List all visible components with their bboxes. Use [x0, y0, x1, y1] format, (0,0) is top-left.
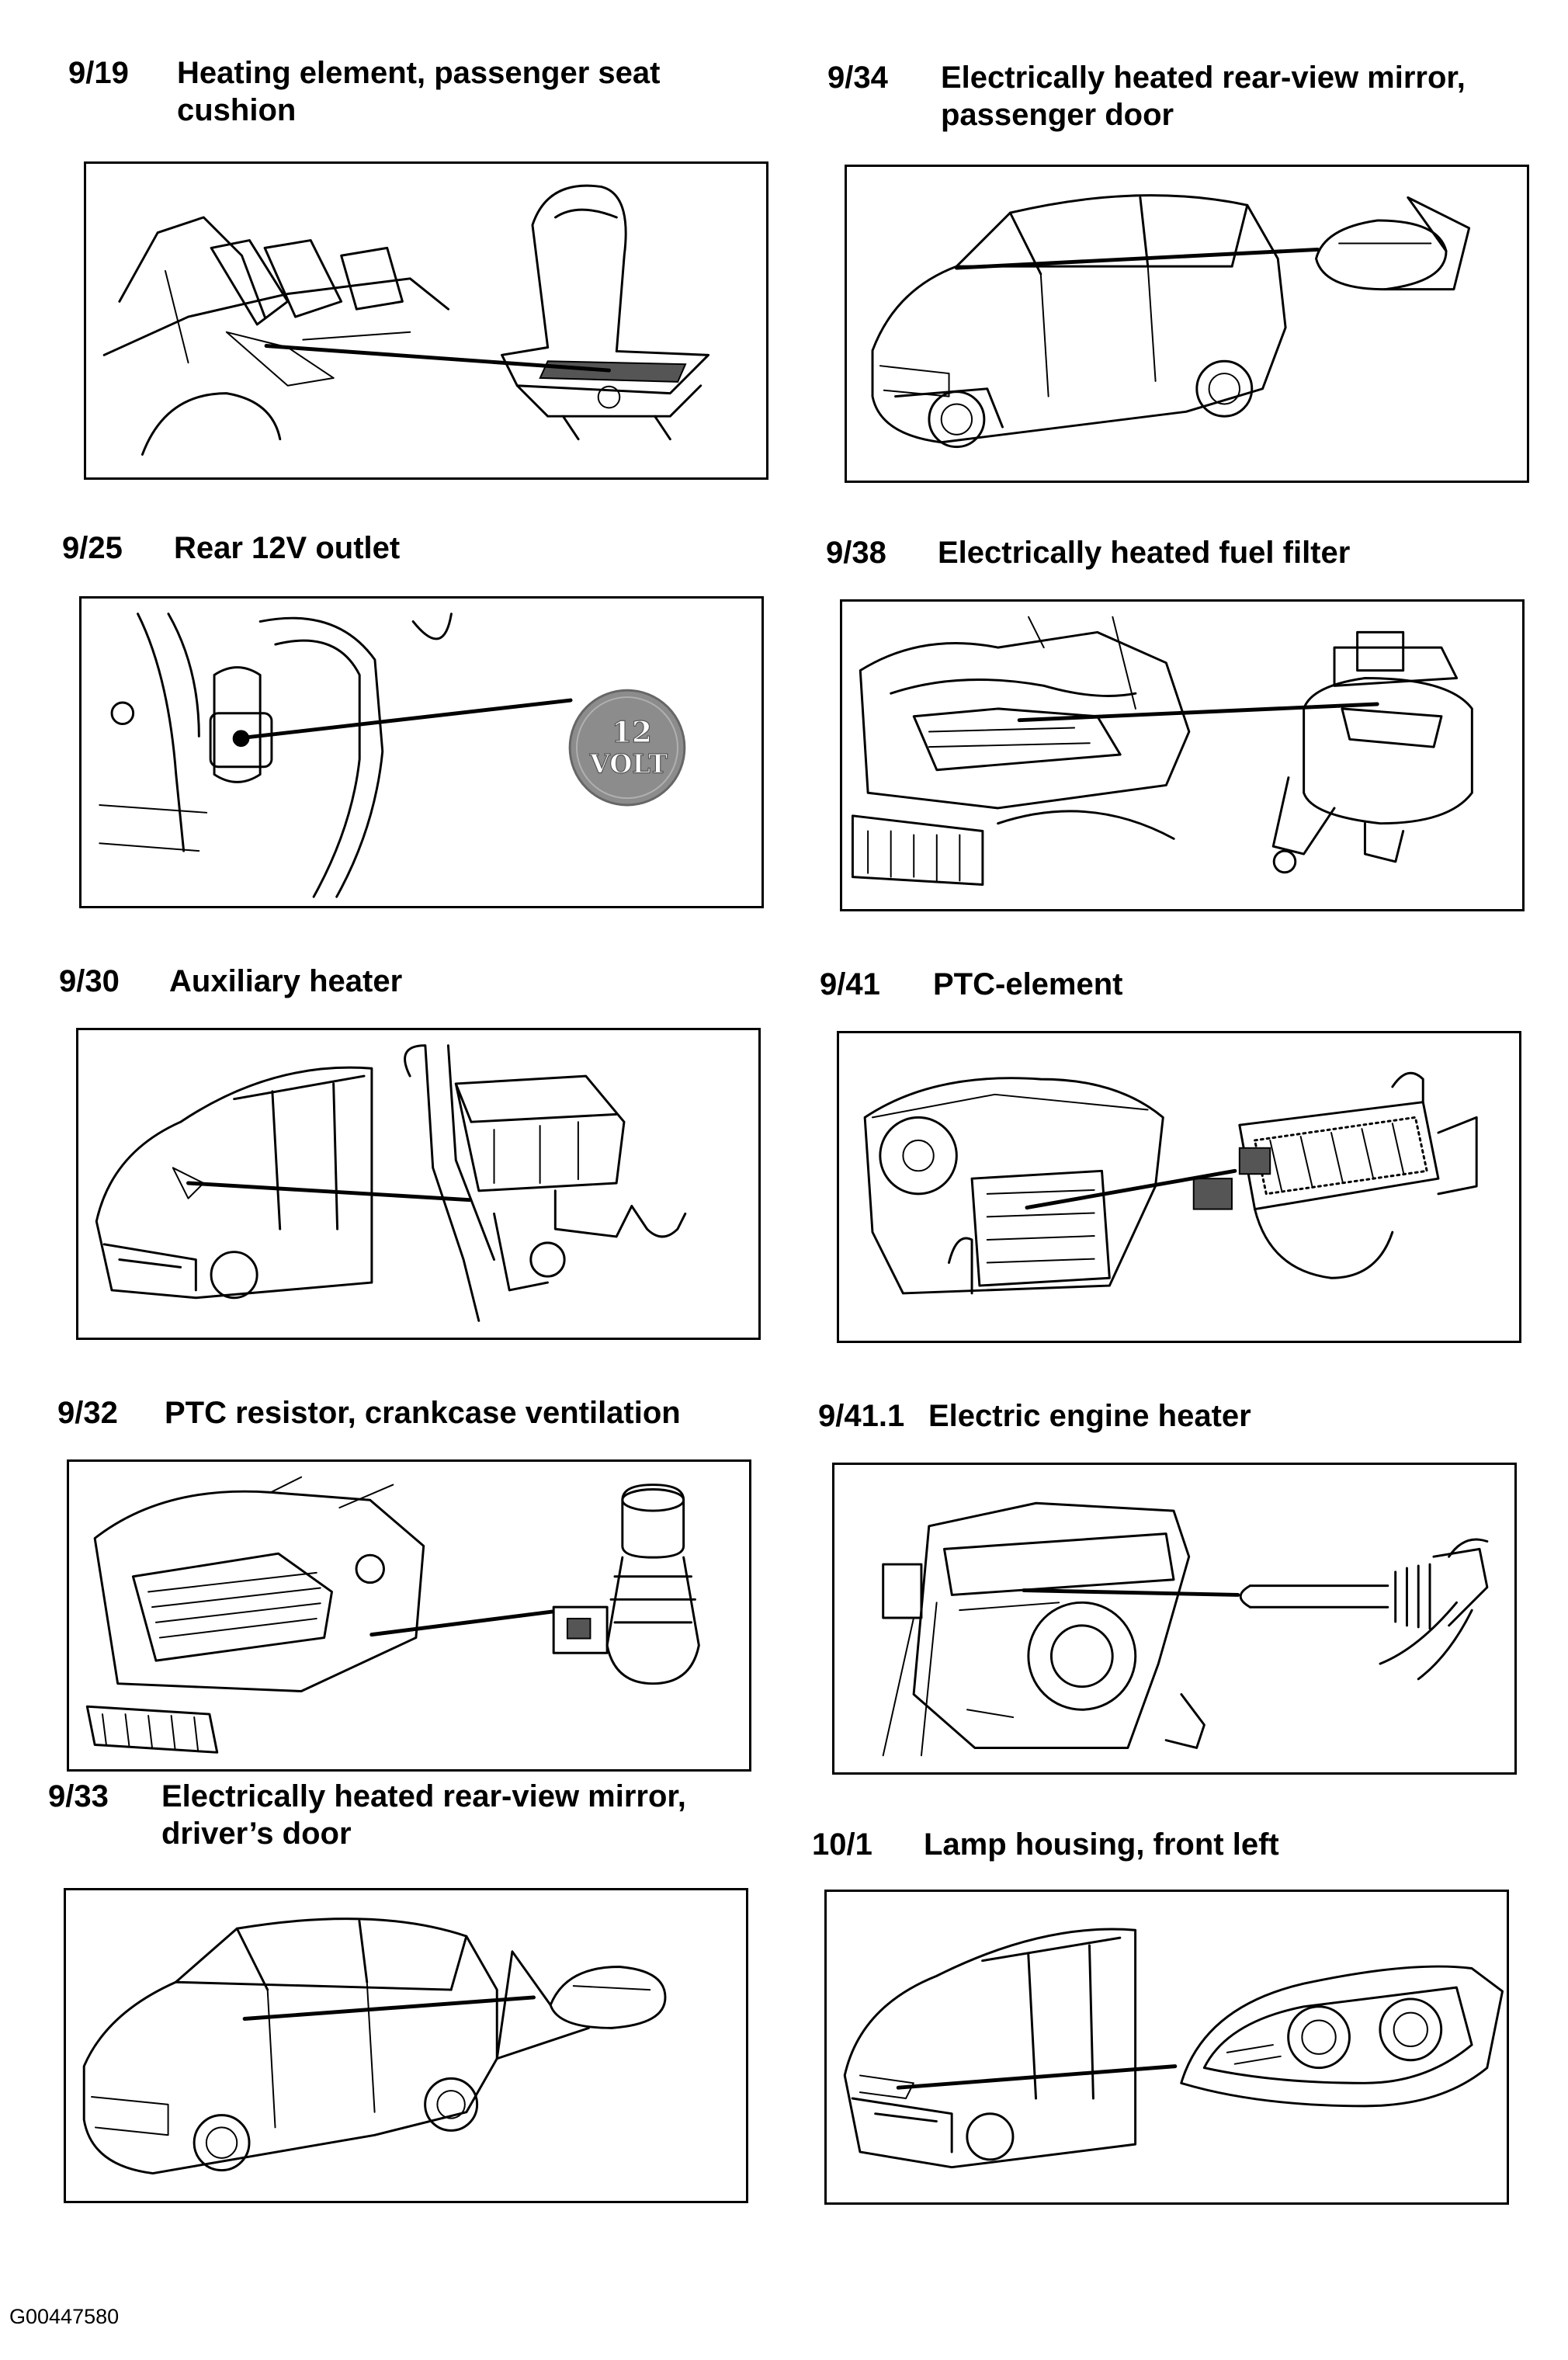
entry-title: Rear 12V outlet	[174, 529, 400, 567]
lamp-housing-diagram	[843, 1928, 1504, 2169]
resistor-drawing	[552, 1484, 700, 1685]
engine-block-drawing	[882, 1501, 1205, 1757]
ptc-element-diagram	[863, 1071, 1478, 1295]
callout-line	[896, 2064, 1178, 2090]
illustration-lamp-housing	[824, 1890, 1509, 2205]
entry-code: 9/30	[59, 964, 120, 998]
entry-title: Electric engine heater	[928, 1397, 1251, 1435]
ptc-heater-drawing	[1192, 1071, 1478, 1279]
seat-drawing	[501, 184, 710, 441]
car-drawing	[871, 194, 1287, 449]
title-line: PTC resistor, crankcase ventilation	[165, 1396, 681, 1430]
title-line: Heating element, passenger seat	[177, 56, 661, 90]
callout-line	[954, 247, 1320, 270]
entry-title: PTC resistor, crankcase ventilation	[165, 1394, 681, 1432]
illustration-ptc-resistor	[67, 1459, 751, 1772]
badge-line-2: VOLT	[589, 749, 668, 779]
entry-title: Electrically heated rear-view mirror, pa…	[941, 59, 1466, 134]
title-line: Lamp housing, front left	[924, 1827, 1279, 1862]
callout-line	[1022, 1588, 1240, 1597]
entry-code: 9/33	[48, 1779, 109, 1813]
illustration-passenger-mirror	[845, 165, 1529, 483]
callout-line	[264, 344, 611, 373]
heater-unit-drawing	[404, 1044, 687, 1322]
lamp-drawing	[1180, 1965, 1504, 2108]
figure-reference-code: G00447580	[9, 2305, 120, 2328]
title-line: Auxiliary heater	[169, 964, 403, 998]
entry-code: 9/41.1	[818, 1399, 905, 1433]
entry-title: Electrically heated rear-view mirror, dr…	[161, 1778, 686, 1852]
entry-title: Heating element, passenger seat cushion	[177, 54, 660, 129]
callout-line	[1025, 1168, 1237, 1210]
illustration-rear-12v-outlet: 12 VOLT	[79, 596, 764, 908]
entry-code: 9/25	[62, 531, 123, 565]
title-line: Electrically heated fuel filter	[938, 536, 1351, 570]
illustration-auxiliary-heater	[76, 1028, 761, 1340]
title-line: PTC-element	[933, 967, 1123, 1001]
badge-line-1: 12	[612, 715, 652, 749]
ptc-resistor-diagram	[85, 1476, 700, 1754]
callout-line	[242, 1995, 536, 2021]
title-line: Rear 12V outlet	[174, 531, 401, 565]
12-volt-badge: 12 VOLT	[568, 689, 686, 807]
title-line: Electric engine heater	[928, 1399, 1251, 1433]
car-front-drawing	[95, 1066, 373, 1300]
fuel-filter-diagram	[851, 616, 1473, 886]
rear-outlet-diagram: 12 VOLT	[99, 613, 686, 898]
entry-title: Lamp housing, front left	[924, 1826, 1279, 1863]
title-line: driver’s door	[161, 1817, 352, 1851]
illustration-fuel-filter-heater	[840, 599, 1525, 911]
driver-mirror-diagram	[82, 1918, 667, 2175]
title-line: passenger door	[941, 98, 1174, 132]
illustration-engine-heater	[832, 1463, 1517, 1775]
entry-code: 9/41	[820, 967, 880, 1001]
passenger-mirror-diagram	[871, 194, 1471, 449]
entry-code: 9/34	[827, 61, 888, 95]
callout-line	[1017, 702, 1379, 723]
title-line: cushion	[177, 93, 297, 127]
dashboard-drawing	[863, 1077, 1164, 1295]
entry-title: Electrically heated fuel filter	[938, 534, 1350, 571]
title-line: Electrically heated rear-view mirror,	[161, 1779, 686, 1813]
entry-title: PTC-element	[933, 966, 1123, 1003]
engine-bay-drawing	[851, 616, 1191, 886]
car-interior-drawing	[102, 216, 450, 456]
engine-heater-diagram	[882, 1501, 1489, 1757]
seat-back-drawing	[99, 613, 453, 898]
heater-element-drawing	[1239, 1538, 1489, 1681]
car-front-drawing	[843, 1928, 1137, 2169]
seat-cushion-diagram	[102, 184, 710, 456]
title-line: Electrically heated rear-view mirror,	[941, 61, 1466, 95]
entry-code: 9/19	[68, 56, 129, 90]
mirror-drawing	[495, 1950, 667, 2060]
callout-line	[186, 1181, 472, 1203]
entry-title: Auxiliary heater	[169, 963, 402, 1000]
callout-line	[369, 1609, 554, 1637]
entry-code: 10/1	[812, 1827, 872, 1862]
fuel-filter-drawing	[1271, 630, 1473, 874]
entry-code: 9/32	[57, 1396, 118, 1430]
entry-code: 9/38	[826, 536, 886, 570]
illustration-driver-mirror	[64, 1888, 748, 2203]
illustration-ptc-element	[837, 1031, 1521, 1343]
illustration-seat-cushion-heater	[84, 161, 768, 480]
callout-line	[241, 698, 573, 740]
auxiliary-heater-diagram	[95, 1044, 687, 1322]
car-drawing	[82, 1918, 498, 2175]
engine-bay-drawing	[85, 1476, 425, 1754]
mirror-drawing	[1315, 196, 1471, 291]
